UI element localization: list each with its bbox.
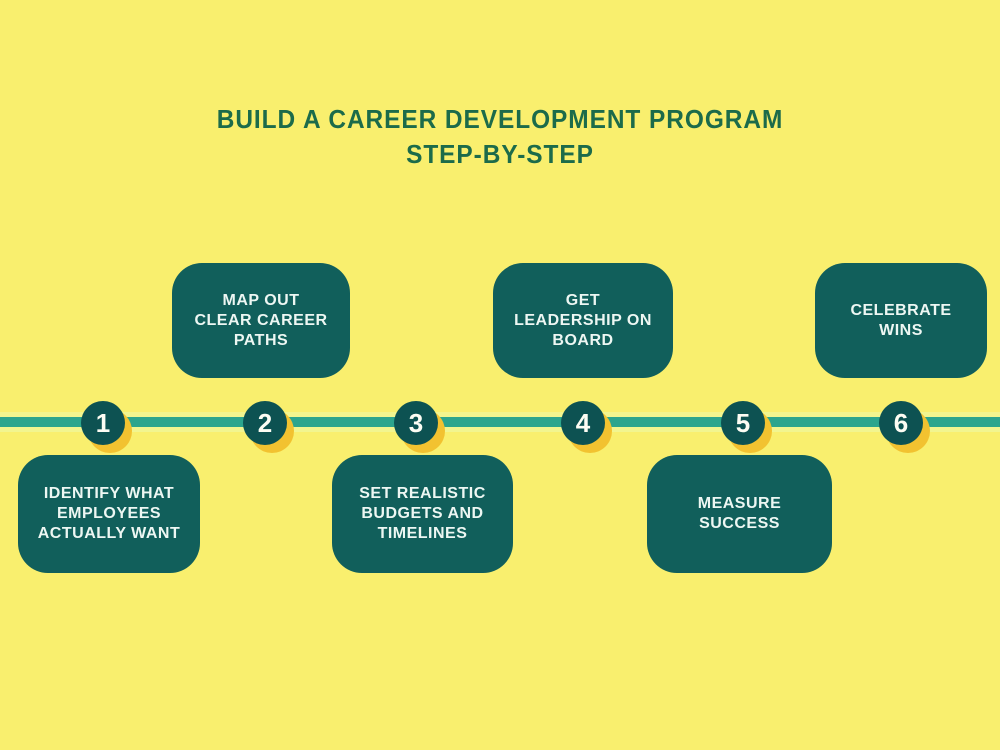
- step-5-number: 5: [735, 408, 751, 438]
- step-3-label: SET REALISTIC BUDGETS AND TIMELINES: [359, 485, 486, 542]
- step-4-box: GET LEADERSHIP ON BOARD: [493, 263, 673, 378]
- step-1-number: 1: [95, 408, 111, 438]
- step-2-box: MAP OUT CLEAR CAREER PATHS: [172, 263, 350, 378]
- page-title-line1: BUILD A CAREER DEVELOPMENT PROGRAM: [216, 104, 784, 134]
- step-6-box: CELEBRATE WINS: [815, 263, 987, 378]
- step-3-box: SET REALISTIC BUDGETS AND TIMELINES: [332, 455, 513, 573]
- step-2-label: MAP OUT CLEAR CAREER PATHS: [194, 291, 328, 349]
- page-title: BUILD A CAREER DEVELOPMENT PROGRAM STEP-…: [30, 102, 970, 172]
- step-4-label: GET LEADERSHIP ON BOARD: [514, 291, 652, 349]
- step-1-box: IDENTIFY WHAT EMPLOYEES ACTUALLY WANT: [18, 455, 200, 573]
- step-5-marker: 5: [721, 401, 765, 445]
- step-2-marker: 2: [243, 401, 287, 445]
- step-1-marker: 1: [81, 401, 125, 445]
- step-5-box: MEASURE SUCCESS: [647, 455, 832, 573]
- timeline-line: [0, 417, 1000, 427]
- step-1-label: IDENTIFY WHAT EMPLOYEES ACTUALLY WANT: [37, 485, 181, 542]
- step-6-label: CELEBRATE WINS: [850, 301, 952, 339]
- step-3-number: 3: [408, 408, 424, 438]
- step-6-marker: 6: [879, 401, 923, 445]
- page-title-line2: STEP-BY-STEP: [406, 139, 594, 169]
- step-4-marker: 4: [561, 401, 605, 445]
- step-2-number: 2: [257, 408, 273, 438]
- step-4-number: 4: [575, 408, 591, 438]
- step-3-marker: 3: [394, 401, 438, 445]
- step-5-label: MEASURE SUCCESS: [697, 495, 782, 532]
- step-6-number: 6: [893, 408, 909, 438]
